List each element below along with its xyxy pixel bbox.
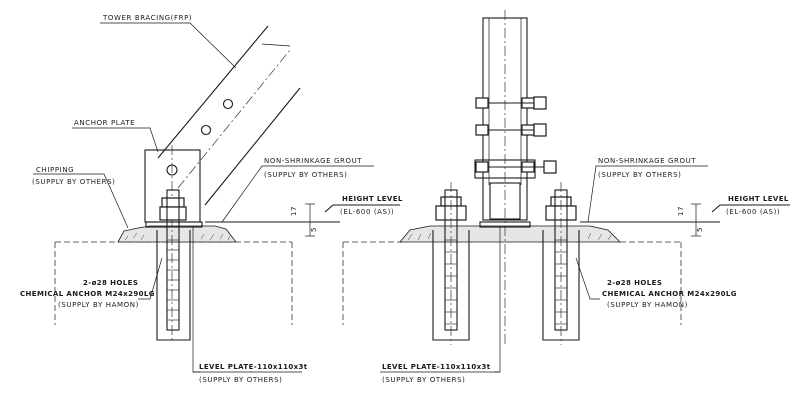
- left-grout-supply: (SUPPLY BY OTHERS): [264, 171, 347, 179]
- left-nut-lower: [159, 206, 187, 221]
- right-grout-bed: [399, 225, 621, 243]
- left-height-leader: [324, 204, 334, 213]
- right-height-level-value: (EL-600 (AS)): [726, 208, 780, 216]
- left-anchor-hole: [156, 230, 191, 341]
- right-grout-label: NON-SHRINKAGE GROUT: [598, 157, 696, 165]
- left-chipping-leader: [33, 173, 129, 229]
- left-tower-bracing-label: TOWER BRACING(FRP): [102, 14, 192, 22]
- right-bolt-row-2: [475, 123, 547, 137]
- left-anchor-supply: (SUPPLY BY HAMON): [58, 301, 139, 309]
- right-level-plate-leader: [494, 227, 501, 373]
- right-grout-leader: [587, 165, 708, 223]
- left-level-plate-leader: [192, 226, 200, 373]
- left-bracing-bolt-1: [222, 98, 234, 110]
- right-anchor-label: CHEMICAL ANCHOR M24x290LG: [602, 290, 737, 298]
- right-height-leader: [711, 204, 721, 213]
- left-foundation-outline: [55, 241, 293, 325]
- left-dim-5: 5: [310, 227, 318, 232]
- right-level-plate-label: LEVEL PLATE-110x110x3t: [382, 363, 491, 371]
- left-bracing-member: [157, 25, 301, 206]
- left-detail: 17 5 HEIGHT LEVEL (EL-600 (AS)) TOWER BR…: [20, 14, 403, 384]
- right-left-anchor-threads: [445, 239, 457, 325]
- right-base-box: [489, 182, 521, 220]
- right-anchor-leader: [575, 257, 600, 300]
- right-height-level-label: HEIGHT LEVEL: [728, 195, 789, 203]
- left-holes-label: 2-ø28 HOLES: [83, 279, 138, 287]
- left-grout-label: NON-SHRINKAGE GROUT: [264, 157, 362, 165]
- left-grout-leader: [221, 165, 374, 223]
- left-nut-upper: [161, 197, 185, 208]
- left-height-level-label: HEIGHT LEVEL: [342, 195, 403, 203]
- right-bolt-row-1: [475, 96, 547, 110]
- left-bracing-bolt-2: [200, 124, 212, 136]
- right-bolt-row-3: [475, 160, 557, 174]
- right-level-plate: [479, 221, 531, 228]
- right-grout-supply: (SUPPLY BY OTHERS): [598, 171, 681, 179]
- left-anchor-plate-label: ANCHOR PLATE: [74, 119, 135, 127]
- left-height-level-value: (EL-600 (AS)): [340, 208, 394, 216]
- left-level-plate-label: LEVEL PLATE-110x110x3t: [199, 363, 308, 371]
- left-grout-bed: [117, 225, 237, 243]
- right-holes-label: 2-ø28 HOLES: [607, 279, 662, 287]
- left-anchor-leader: [138, 257, 163, 300]
- left-dim-17: 17: [290, 206, 298, 216]
- right-dim-17: 17: [677, 206, 685, 216]
- left-chipping-supply: (SUPPLY BY OTHERS): [32, 178, 115, 186]
- left-level-plate-supply: (SUPPLY BY OTHERS): [199, 376, 282, 384]
- left-anchor-plate-leader: [72, 127, 159, 153]
- left-bracing-leader: [100, 22, 237, 69]
- right-right-anchor-threads: [555, 239, 567, 325]
- left-anchor-label: CHEMICAL ANCHOR M24x290LG: [20, 290, 155, 298]
- right-level-plate-supply: (SUPPLY BY OTHERS): [382, 376, 465, 384]
- left-chipping-label: CHIPPING: [36, 166, 74, 174]
- left-grout-hatch: [124, 232, 231, 241]
- right-dim-5: 5: [696, 227, 704, 232]
- right-anchor-supply: (SUPPLY BY HAMON): [607, 301, 688, 309]
- right-base-plate: [474, 159, 536, 179]
- left-bracing-break: [261, 43, 291, 47]
- right-grout-hatch: [407, 232, 612, 241]
- left-bracing-centerline: [177, 49, 291, 189]
- left-level-plate: [145, 221, 203, 228]
- left-anchor-threads: [167, 239, 179, 321]
- right-detail: 17 5 HEIGHT LEVEL (EL-600 (AS)) NON-SHRI…: [342, 10, 790, 384]
